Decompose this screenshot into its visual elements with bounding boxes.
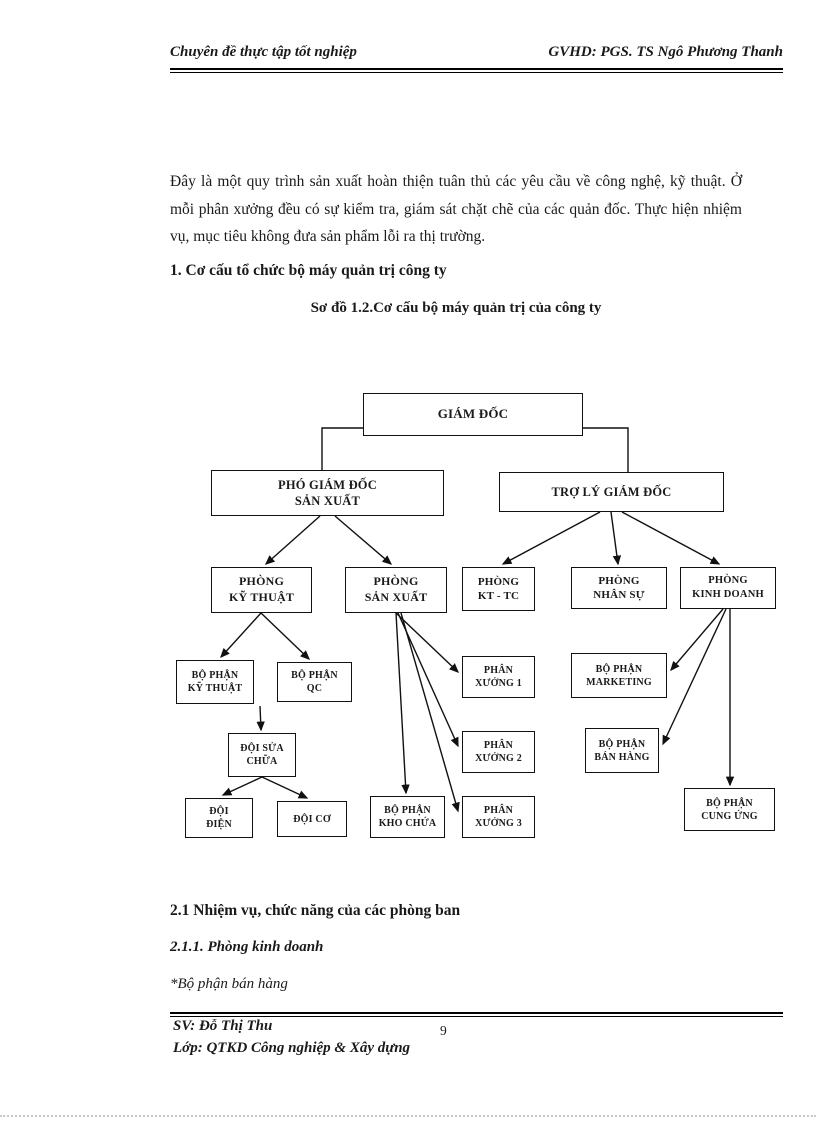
org-node-bo-phan-ky-thuat: BỘ PHẬN KỸ THUẬT: [176, 660, 254, 704]
org-node-phong-kinh-doanh: PHÒNG KINH DOANH: [680, 567, 776, 609]
org-chart-connectors: [220, 427, 735, 813]
section-heading-2-1: 2.1 Nhiệm vụ, chức năng của các phòng ba…: [170, 902, 461, 919]
section-heading-1: 1. Cơ cấu tổ chức bộ máy quản trị công t…: [170, 262, 447, 279]
header-left-title: Chuyên đề thực tập tốt nghiệp: [170, 44, 357, 60]
section-heading-2-1-1: 2.1.1. Phòng kinh doanh: [170, 939, 324, 955]
footer-class-name: Lớp: QTKD Công nghiệp & Xây dựng: [173, 1040, 411, 1056]
org-node-doi-co: ĐỘI CƠ: [277, 801, 347, 837]
org-node-phan-xuong-1: PHÂN XƯỞNG 1: [462, 656, 535, 698]
header-rule: [170, 68, 783, 73]
org-node-phong-san-xuat: PHÒNG SẢN XUẤT: [345, 567, 447, 613]
org-node-bo-phan-kho-chua: BỘ PHẬN KHO CHỨA: [370, 796, 445, 838]
header-right-advisor: GVHD: PGS. TS Ngô Phương Thanh: [548, 44, 783, 60]
page-break-divider: [0, 1115, 816, 1117]
org-node-giam-doc: GIÁM ĐỐC: [363, 393, 583, 436]
org-node-bo-phan-ban-hang: BỘ PHẬN BÁN HÀNG: [585, 728, 659, 773]
org-node-phong-ky-thuat: PHÒNG KỸ THUẬT: [211, 567, 312, 613]
diagram-caption: Sơ đồ 1.2.Cơ cấu bộ máy quản trị của côn…: [310, 300, 602, 316]
org-node-phong-nhan-su: PHÒNG NHÂN SỰ: [571, 567, 667, 609]
org-node-bo-phan-qc: BỘ PHẬN QC: [277, 662, 352, 702]
org-node-phan-xuong-3: PHÂN XƯỞNG 3: [462, 796, 535, 838]
page-number: 9: [440, 1023, 447, 1038]
body-paragraph: Đây là một quy trình sản xuất hoàn thiện…: [170, 173, 742, 246]
org-node-doi-sua-chua: ĐỘI SỬA CHỮA: [228, 733, 296, 777]
org-chart: GIÁM ĐỐC PHÓ GIÁM ĐỐC SẢN XUẤT TRỢ LÝ GI…: [170, 388, 782, 853]
footer-rule: [170, 1012, 783, 1017]
page-header: Chuyên đề thực tập tốt nghiệp GVHD: PGS.…: [170, 44, 783, 61]
org-node-bo-phan-marketing: BỘ PHẬN MARKETING: [571, 653, 667, 698]
org-node-doi-dien: ĐỘI ĐIỆN: [185, 798, 253, 838]
subsection-bo-phan-ban-hang: *Bộ phận bán hàng: [170, 976, 288, 992]
org-node-bo-phan-cung-ung: BỘ PHẬN CUNG ỨNG: [684, 788, 775, 831]
org-node-pho-giam-doc: PHÓ GIÁM ĐỐC SẢN XUẤT: [211, 470, 444, 516]
footer-student-name: SV: Đỗ Thị Thu: [173, 1018, 273, 1034]
org-node-phan-xuong-2: PHÂN XƯỞNG 2: [462, 731, 535, 773]
org-node-tro-ly: TRỢ LÝ GIÁM ĐỐC: [499, 472, 724, 512]
org-node-phong-kt-tc: PHÒNG KT - TC: [462, 567, 535, 611]
